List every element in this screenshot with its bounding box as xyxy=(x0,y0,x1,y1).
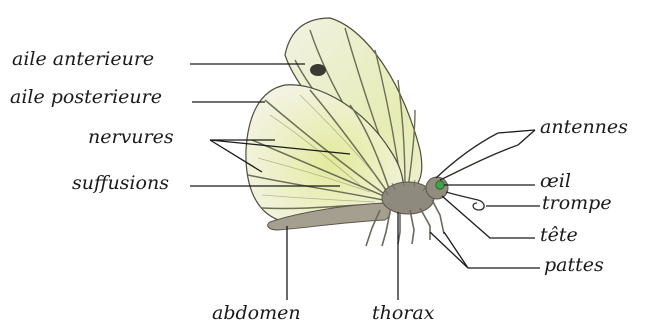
label-thorax: thorax xyxy=(372,304,434,323)
label-trompe: trompe xyxy=(542,194,612,213)
eye xyxy=(436,181,444,189)
antennae xyxy=(436,133,518,180)
label-tete: tête xyxy=(540,226,578,245)
forewing-spot xyxy=(310,64,326,76)
label-oeil: œil xyxy=(540,172,571,191)
label-nervures: nervures xyxy=(88,128,174,147)
proboscis xyxy=(446,192,484,210)
label-suffusions: suffusions xyxy=(72,174,169,193)
label-abdomen: abdomen xyxy=(212,304,301,323)
label-aile-anterieure: aile anterieure xyxy=(12,50,154,69)
label-aile-posterieure: aile posterieure xyxy=(10,88,162,107)
label-pattes: pattes xyxy=(544,256,604,275)
label-antennes: antennes xyxy=(540,118,628,137)
